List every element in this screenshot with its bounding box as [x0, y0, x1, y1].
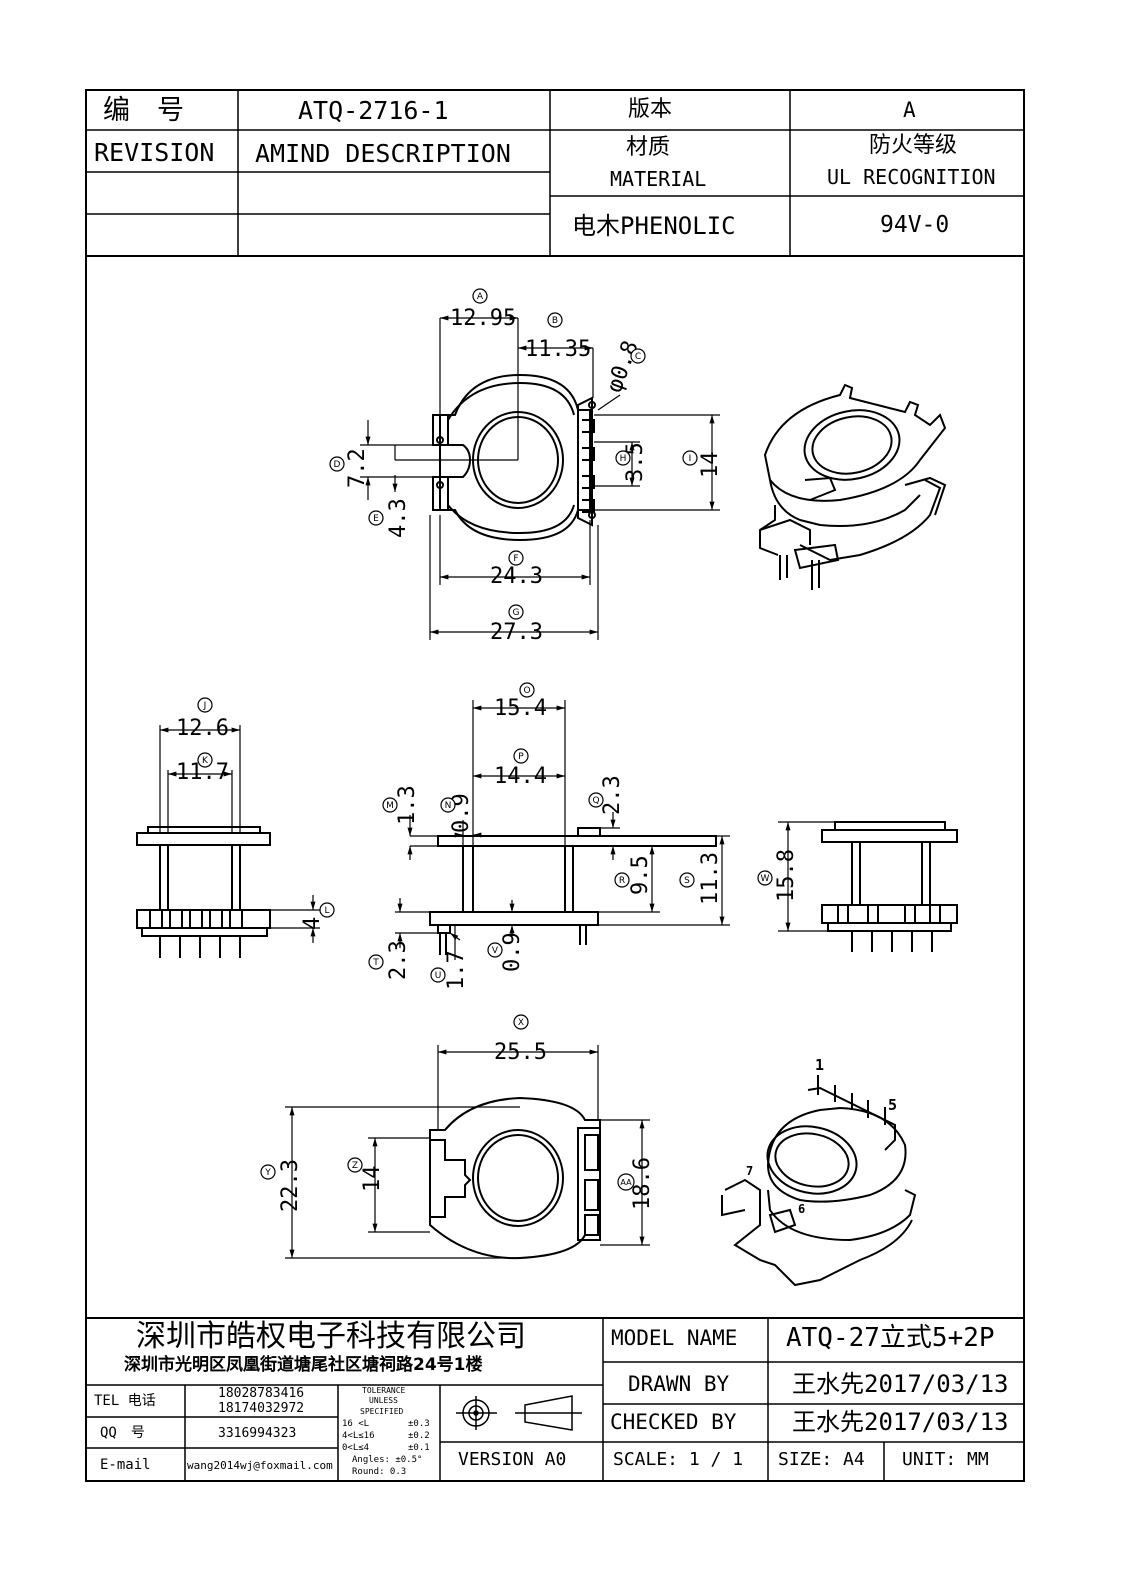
dim-Q: 2.3	[600, 775, 625, 815]
qq-label: QQ 号	[100, 1425, 145, 1441]
dim-O: 15.4	[494, 696, 547, 721]
tol-r3-b: ±0.1	[408, 1443, 430, 1453]
version-value: A	[903, 98, 916, 122]
scale-label: SCALE: 1 / 1	[613, 1449, 744, 1470]
end-view	[821, 821, 958, 952]
pin-label-7: 7	[746, 1164, 754, 1178]
email-label: E-mail	[100, 1457, 151, 1473]
dim-W: 15.8	[774, 849, 799, 902]
iso-view-top	[759, 383, 947, 590]
tol-title-3: SPECIFIED	[360, 1407, 404, 1416]
number-value: ATQ-2716-1	[298, 96, 449, 125]
dim-U: 1.7	[444, 950, 469, 990]
dim-B: 11.35	[525, 337, 592, 362]
top-view	[432, 373, 596, 542]
dim-K: 11.7	[176, 760, 229, 785]
checked-by-label: CHECKED BY	[610, 1410, 737, 1434]
dim-P: 14.4	[494, 764, 547, 789]
tol-r3-a: 0<L≤4	[342, 1443, 370, 1453]
tol-round: Round: 0.3	[352, 1467, 407, 1477]
ul-value: 94V-0	[880, 212, 950, 238]
drawing-frame	[85, 89, 1025, 1482]
unit-label: UNIT: MM	[902, 1449, 989, 1470]
size-label: SIZE: A4	[778, 1449, 865, 1470]
dim-R: 9.5	[628, 855, 653, 895]
dim-A: 12.95	[450, 306, 517, 331]
company-name: 深圳市皓权电子科技有限公司	[136, 1319, 526, 1354]
drawn-by-label: DRAWN BY	[628, 1372, 730, 1396]
pin-label-6: 6	[798, 1202, 806, 1216]
email-value: wang2014wj@foxmail.com	[187, 1459, 333, 1472]
model-name-value: ATQ-27立式5+2P	[786, 1323, 995, 1353]
material-label-cn: 材质	[626, 135, 671, 160]
revision-label: REVISION	[94, 138, 215, 167]
dim-AA: 18.6	[630, 1157, 655, 1210]
version-label: 版本	[628, 97, 673, 122]
dim-X: 25.5	[494, 1040, 547, 1065]
dim-Z: 14	[360, 1165, 385, 1193]
dim-I: 14	[698, 451, 723, 479]
tel-2: 18174032972	[218, 1401, 305, 1416]
dim-F: 24.3	[490, 564, 543, 589]
pin-label-1: 1	[815, 1056, 825, 1074]
checked-by-value: 王水先2017/03/13	[792, 1408, 1009, 1436]
pin-label-5: 5	[888, 1096, 898, 1114]
number-label: 编 号	[103, 95, 184, 126]
ul-label-cn: 防火等级	[869, 133, 958, 158]
version-label-a0: VERSION A0	[458, 1449, 567, 1470]
dim-Y: 22.3	[278, 1159, 303, 1212]
dim-N: 0.9	[449, 793, 474, 833]
dim-G: 27.3	[490, 620, 543, 645]
dim-E: 4.3	[386, 498, 411, 538]
model-name-label: MODEL NAME	[611, 1326, 738, 1350]
dim-D: 7.2	[345, 448, 370, 488]
qq-value: 3316994323	[218, 1426, 297, 1441]
dim-H: 3.5	[623, 442, 648, 482]
iso-view-bottom	[721, 1075, 917, 1287]
dim-L: 4	[300, 916, 325, 930]
drawn-by-value: 王水先2017/03/13	[792, 1370, 1009, 1398]
tol-angles: Angles: ±0.5°	[352, 1455, 423, 1465]
dim-T: 2.3	[386, 940, 411, 980]
tol-title-1: TOLERANCE	[362, 1386, 406, 1395]
material-value: 电木PHENOLIC	[572, 212, 736, 240]
bottom-view	[429, 1096, 601, 1260]
company-address: 深圳市光明区凤凰街道塘尾社区塘祠路24号1楼	[124, 1355, 483, 1375]
dim-M: 1.3	[395, 785, 420, 825]
material-label-en: MATERIAL	[610, 167, 707, 191]
tel-1: 18028783416	[218, 1386, 305, 1401]
side-view	[136, 826, 271, 958]
tol-r1-a: 16 <L	[342, 1419, 370, 1429]
tol-r2-b: ±0.2	[408, 1431, 430, 1441]
tel-label: TEL 电话	[94, 1393, 156, 1409]
tol-r1-b: ±0.3	[408, 1419, 430, 1429]
amind-label: AMIND DESCRIPTION	[255, 139, 511, 168]
tol-r2-a: 4<L≤16	[342, 1431, 375, 1441]
dim-J: 12.6	[176, 716, 229, 741]
ul-label-en: UL RECOGNITION	[827, 165, 996, 189]
front-view	[429, 827, 717, 955]
dim-S: 11.3	[698, 852, 723, 905]
tol-title-2: UNLESS	[369, 1396, 398, 1405]
dim-V: 0.9	[500, 932, 525, 972]
